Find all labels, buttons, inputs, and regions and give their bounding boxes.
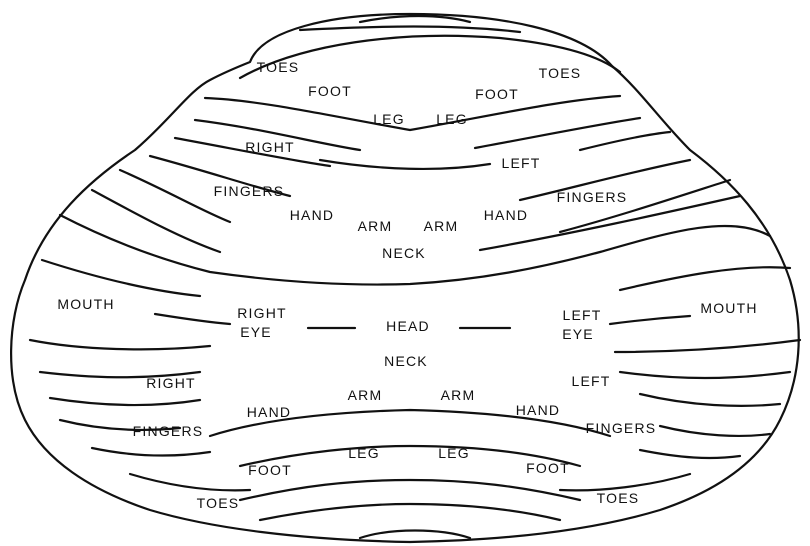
fold-upper-5 (320, 160, 490, 169)
label-hand-left-bottom: HAND (247, 404, 291, 420)
label-fingers-right-top: FINGERS (557, 189, 628, 205)
label-toes-left-bottom: TOES (197, 495, 240, 511)
label-toes-right-top: TOES (539, 65, 582, 81)
label-mouth-right: MOUTH (700, 300, 757, 316)
fold-upper-15 (620, 267, 790, 290)
label-left-bottom: LEFT (571, 373, 610, 389)
fold-lower-14 (260, 504, 560, 520)
fold-lower-4 (640, 394, 780, 406)
label-head: HEAD (386, 318, 430, 334)
fold-lower-15 (360, 531, 470, 539)
label-foot-right-bottom: FOOT (526, 460, 570, 476)
label-fingers-left-top: FINGERS (214, 183, 285, 199)
label-leg-right-bottom: LEG (438, 445, 470, 461)
fold-lower-3 (50, 398, 200, 405)
fold-lower-13 (240, 480, 580, 500)
label-left-eye-2: EYE (562, 326, 594, 342)
fold-upper-11 (92, 190, 220, 252)
label-arm-left-top: ARM (358, 218, 393, 234)
fold-lower-2 (620, 372, 790, 378)
fissure-mouth-left (155, 314, 230, 324)
fold-lower-11 (130, 474, 250, 490)
label-foot-left-bottom: FOOT (248, 462, 292, 478)
fold-lower-12 (560, 474, 690, 490)
label-leg-left-top: LEG (373, 111, 405, 127)
label-toes-right-bottom: TOES (597, 490, 640, 506)
label-arm-left-bottom: ARM (348, 387, 383, 403)
fold-upper-10 (560, 180, 730, 232)
label-left-eye-1: LEFT (562, 307, 601, 323)
label-hand-right-bottom: HAND (516, 402, 560, 418)
label-right-eye-1: RIGHT (237, 305, 287, 321)
label-foot-right-top: FOOT (475, 86, 519, 102)
fold-lower-6 (660, 426, 770, 436)
label-leg-left-bottom: LEG (348, 445, 380, 461)
label-leg-right-top: LEG (436, 111, 468, 127)
label-right-bottom: RIGHT (146, 375, 196, 391)
label-fingers-right-bottom: FINGERS (586, 420, 657, 436)
label-fingers-left-bottom: FINGERS (133, 423, 204, 439)
label-right-top: RIGHT (245, 139, 295, 155)
label-mouth-left: MOUTH (57, 296, 114, 312)
label-arm-right-bottom: ARM (441, 387, 476, 403)
label-arm-right-top: ARM (424, 218, 459, 234)
label-neck-bottom: NECK (384, 353, 428, 369)
fold-lower-9 (640, 450, 740, 458)
fold-top-2 (300, 27, 520, 33)
label-foot-left-top: FOOT (308, 83, 352, 99)
label-hand-right-top: HAND (484, 207, 528, 223)
fold-upper-6 (580, 132, 670, 150)
fissure-mouth-right (610, 316, 690, 324)
label-hand-left-top: HAND (290, 207, 334, 223)
fold-upper-1 (205, 96, 620, 130)
fold-upper-3 (475, 118, 640, 148)
label-left-top: LEFT (501, 155, 540, 171)
label-neck-top: NECK (382, 245, 426, 261)
label-right-eye-2: EYE (240, 324, 272, 340)
fold-upper-14 (42, 260, 200, 296)
fold-top-3 (360, 16, 470, 22)
fold-mid-right (615, 340, 800, 352)
label-toes-left-top: TOES (257, 59, 300, 75)
fold-lower-8 (92, 448, 210, 455)
fold-mid-left (30, 340, 210, 349)
